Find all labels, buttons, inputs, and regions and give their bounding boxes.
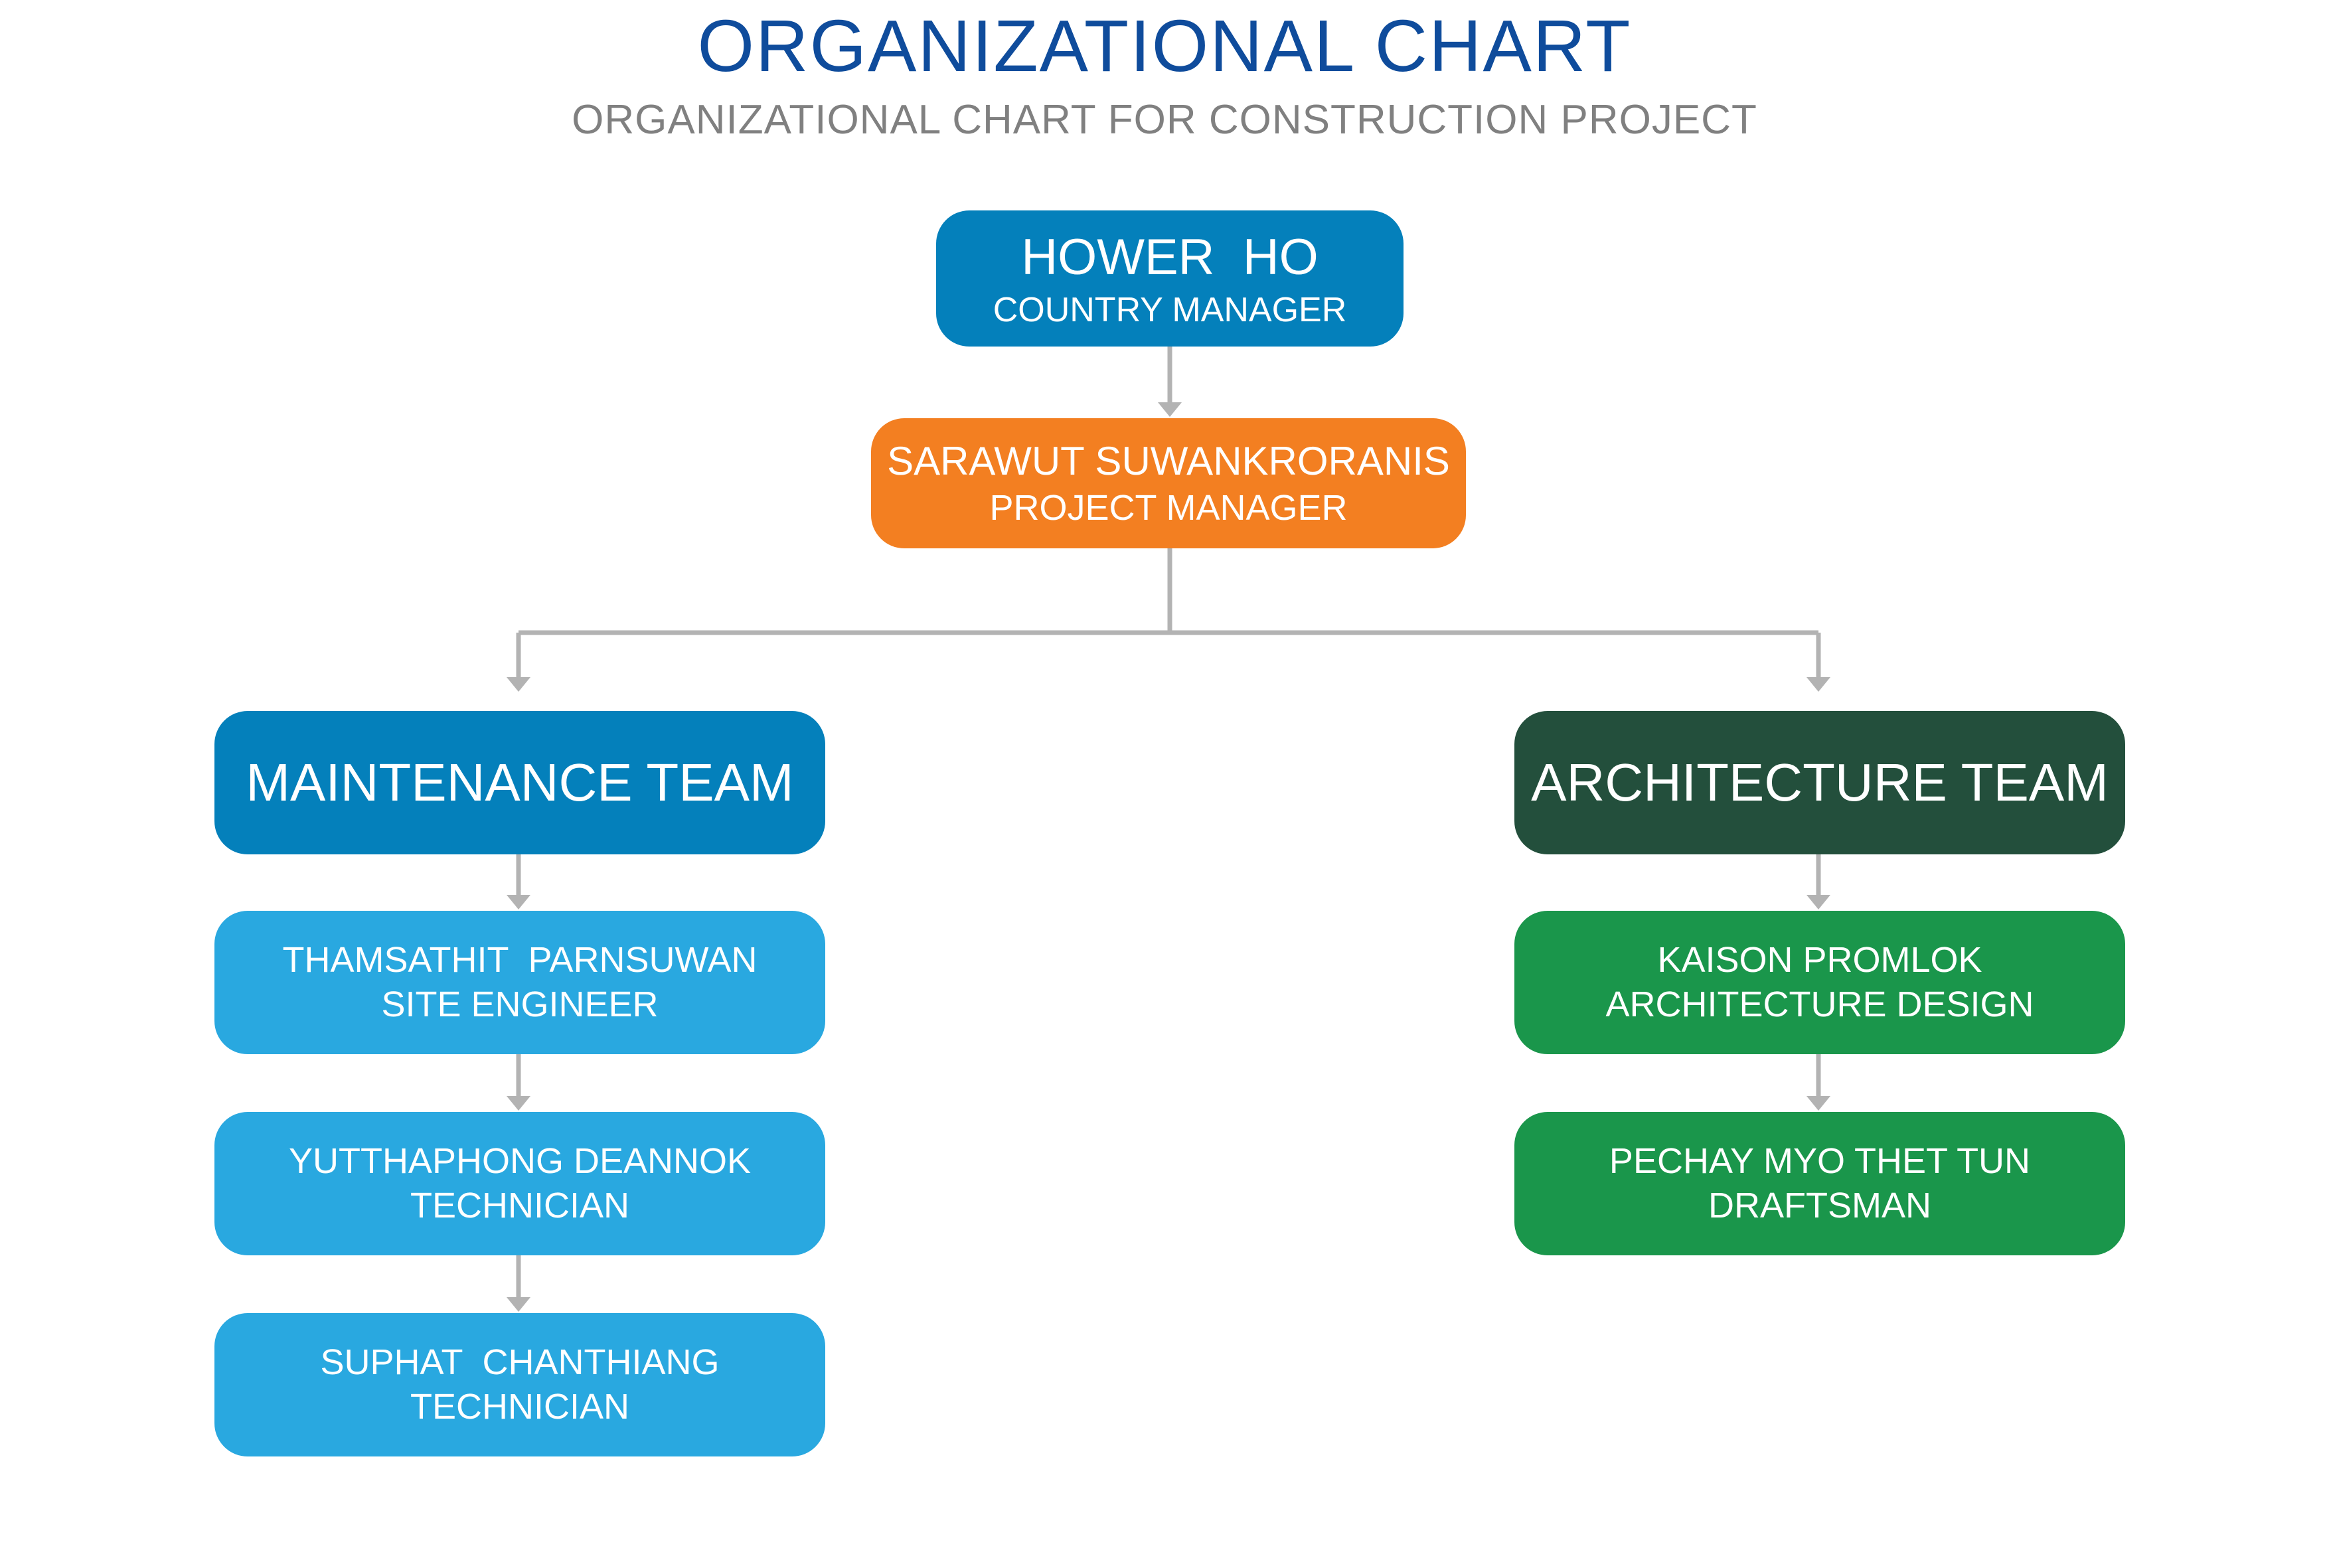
arrowhead-site-engineer bbox=[507, 895, 530, 909]
node-draftsman: PECHAY MYO THET TUN DRAFTSMAN bbox=[1514, 1112, 2125, 1255]
chart-subtitle: ORGANIZATIONAL CHART FOR CONSTRUCTION PR… bbox=[572, 97, 1757, 143]
arrowhead-project-manager bbox=[1158, 402, 1182, 417]
arrowhead-maintenance-team bbox=[507, 677, 530, 692]
arrowhead-architecture-design bbox=[1807, 895, 1830, 909]
node-name: YUTTHAPHONG DEANNOK bbox=[288, 1140, 752, 1181]
arrowhead-technician-1 bbox=[507, 1096, 530, 1111]
node-role: ARCHITECTURE DESIGN bbox=[1605, 984, 2034, 1024]
node-role: TECHNICIAN bbox=[410, 1186, 629, 1225]
node-architecture-team: ARCHITECTURE TEAM bbox=[1514, 711, 2125, 854]
node-project-manager: SARAWUT SUWANKRORANIS PROJECT MANAGER bbox=[871, 418, 1466, 548]
node-name: SARAWUT SUWANKRORANIS bbox=[887, 438, 1450, 483]
node-role: PROJECT MANAGER bbox=[989, 487, 1348, 528]
team-label: ARCHITECTURE TEAM bbox=[1531, 753, 2109, 812]
node-role: SITE ENGINEER bbox=[381, 984, 659, 1024]
arrowhead-technician-2 bbox=[507, 1297, 530, 1312]
node-name: HOWER HO bbox=[1021, 228, 1319, 285]
node-name: PECHAY MYO THET TUN bbox=[1609, 1140, 2031, 1181]
arrowhead-architecture-team bbox=[1807, 677, 1830, 692]
node-name: KAISON PROMLOK bbox=[1657, 939, 1982, 980]
node-role: DRAFTSMAN bbox=[1708, 1186, 1931, 1225]
node-architecture-design: KAISON PROMLOK ARCHITECTURE DESIGN bbox=[1514, 911, 2125, 1054]
node-country-manager: HOWER HO COUNTRY MANAGER bbox=[936, 210, 1404, 347]
node-role: COUNTRY MANAGER bbox=[993, 290, 1347, 329]
node-role: TECHNICIAN bbox=[410, 1387, 629, 1427]
arrowhead-draftsman bbox=[1807, 1096, 1830, 1111]
node-maintenance-team: MAINTENANCE TEAM bbox=[214, 711, 825, 854]
node-name: THAMSATHIT PARNSUWAN bbox=[282, 939, 758, 980]
node-site-engineer: THAMSATHIT PARNSUWAN SITE ENGINEER bbox=[214, 911, 825, 1054]
chart-title: ORGANIZATIONAL CHART bbox=[697, 5, 1632, 87]
node-technician-1: YUTTHAPHONG DEANNOK TECHNICIAN bbox=[214, 1112, 825, 1255]
team-label: MAINTENANCE TEAM bbox=[246, 753, 794, 812]
node-technician-2: SUPHAT CHANTHIANG TECHNICIAN bbox=[214, 1313, 825, 1456]
node-name: SUPHAT CHANTHIANG bbox=[320, 1342, 720, 1382]
